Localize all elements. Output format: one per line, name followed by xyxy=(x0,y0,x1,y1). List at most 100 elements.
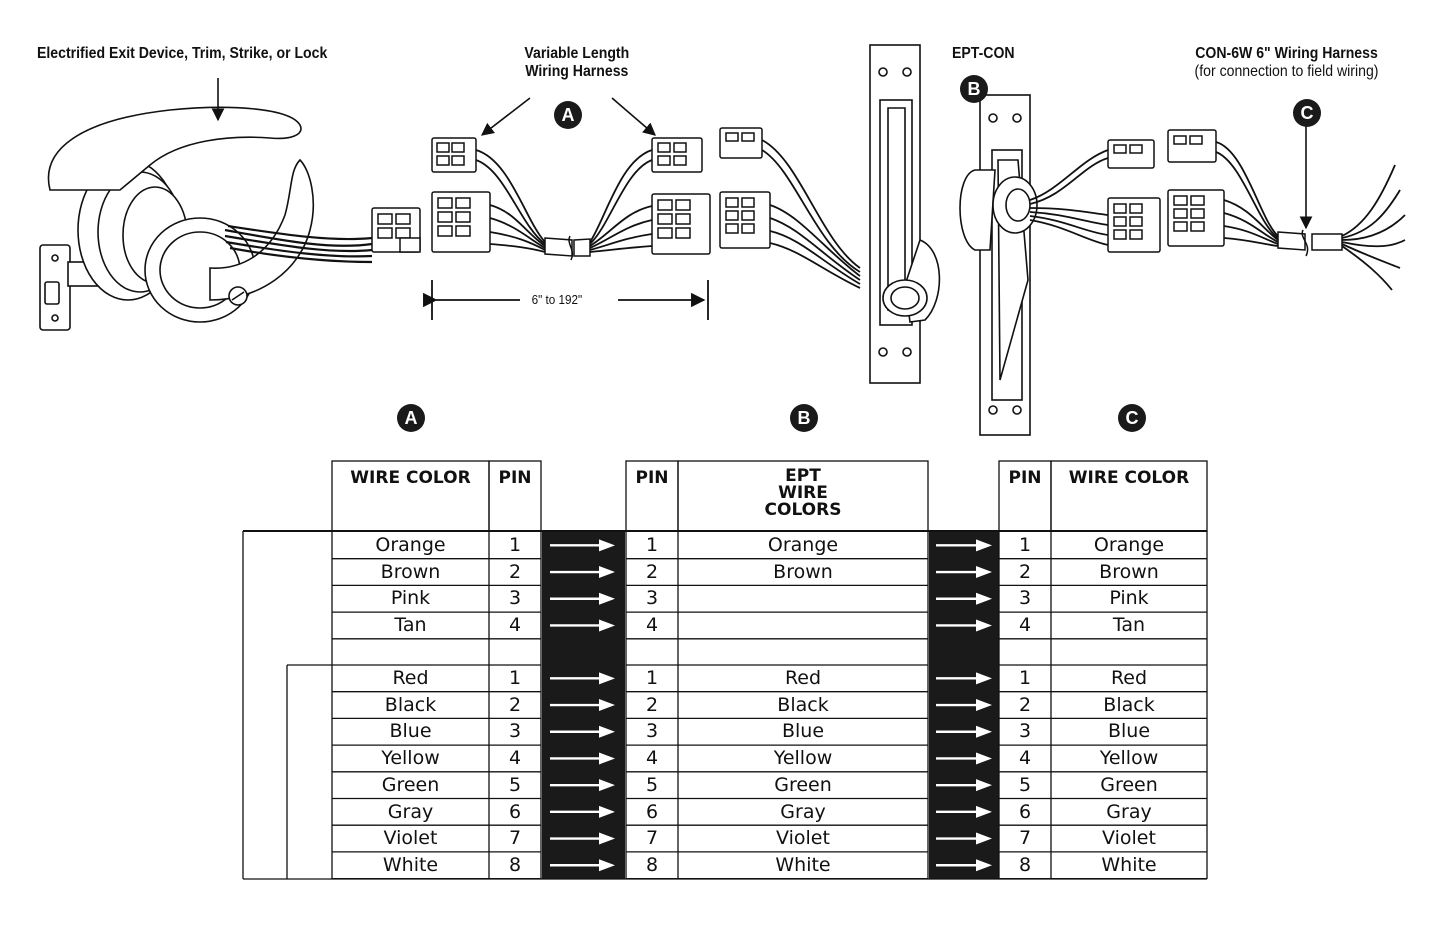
con6w-label: CON-6W 6" Wiring Harness (for connection… xyxy=(1173,45,1400,81)
arrow-mark xyxy=(936,779,992,792)
cell-b-color: Green xyxy=(774,773,832,796)
cell-a-color: Pink xyxy=(390,587,431,610)
eptcon-label: EPT-CON xyxy=(952,45,1015,62)
cell-b-pin: 3 xyxy=(645,587,659,610)
arrow-mark xyxy=(550,859,615,872)
cell-a-color: Gray xyxy=(387,800,434,823)
cell-a-pin: 4 xyxy=(508,747,522,770)
arrow-mark xyxy=(936,592,992,605)
cell-b-pin: 7 xyxy=(645,827,659,850)
cell-b-color: Yellow xyxy=(773,747,833,770)
cell-b-pin: 4 xyxy=(645,614,659,637)
header-c-pin: PIN xyxy=(1008,468,1042,488)
cell-b-pin: 3 xyxy=(645,720,659,743)
badge-b-diagram: B xyxy=(960,75,988,103)
cell-c-pin: 3 xyxy=(1018,587,1032,610)
cell-c-pin: 1 xyxy=(1018,534,1032,556)
cell-a-color: Blue xyxy=(389,720,432,743)
arrow-mark xyxy=(936,725,992,738)
harness-label: Variable Length Wiring Harness xyxy=(502,45,652,81)
harness-label-line2: Wiring Harness xyxy=(525,63,629,80)
cell-c-pin: 6 xyxy=(1018,800,1032,823)
cell-b-pin: 2 xyxy=(645,693,659,716)
header-b-color-l2: WIRE xyxy=(778,483,828,503)
header-b-color-l1: EPT xyxy=(785,466,821,486)
cell-a-pin: 3 xyxy=(508,720,522,743)
cell-a-color: Orange xyxy=(375,534,446,556)
cell-a-pin: 4 xyxy=(508,614,522,637)
cell-a-color: Black xyxy=(384,693,437,716)
header-b-color-l3: COLORS xyxy=(764,500,842,520)
cell-b-color: Brown xyxy=(773,560,833,583)
arrow-mark xyxy=(936,566,992,579)
cell-c-pin: 2 xyxy=(1018,693,1032,716)
cell-c-pin: 8 xyxy=(1018,853,1032,876)
device-label: Electrified Exit Device, Trim, Strike, o… xyxy=(37,45,328,62)
cell-c-color: Tan xyxy=(1112,614,1146,637)
cell-b-pin: 6 xyxy=(645,800,659,823)
cell-c-pin: 7 xyxy=(1018,827,1032,850)
badge-c-table: C xyxy=(1118,404,1146,432)
cell-c-color: Violet xyxy=(1102,827,1156,850)
cell-b-pin: 2 xyxy=(645,560,659,583)
header-a-color: WIRE COLOR xyxy=(350,468,471,488)
con6w-harness-drawing xyxy=(1167,129,1225,247)
cell-a-color: White xyxy=(382,853,439,876)
cell-b-pin: 1 xyxy=(645,534,659,556)
cell-c-color: Gray xyxy=(1106,800,1152,823)
cell-b-color xyxy=(678,612,928,638)
arrow-mark xyxy=(550,832,615,845)
cell-c-pin: 2 xyxy=(1018,560,1032,583)
cell-a-color: Violet xyxy=(383,827,438,850)
cell-b-color: Violet xyxy=(776,827,830,850)
dimension-label: 6" to 192" xyxy=(528,292,586,307)
arrow-mark xyxy=(936,832,992,845)
cell-a-color: Yellow xyxy=(381,747,440,770)
wiring-illustration xyxy=(39,44,1406,436)
cell-b-pin: 5 xyxy=(645,773,659,796)
badge-a-diagram: A xyxy=(554,101,582,129)
cell-c-color: Black xyxy=(1103,693,1155,716)
arrow-mark xyxy=(936,619,992,632)
cell-a-pin: 1 xyxy=(508,667,522,689)
arrow-mark xyxy=(550,725,615,738)
header-b-pin: PIN xyxy=(635,468,669,488)
arrow-mark xyxy=(936,699,992,712)
badge-c-diagram: C xyxy=(1293,99,1321,127)
arrow-mark xyxy=(550,805,615,818)
cell-a-pin: 2 xyxy=(508,693,522,716)
cell-c-color: Red xyxy=(1110,667,1148,689)
cell-a-pin: 2 xyxy=(508,560,522,583)
cell-b-color: Gray xyxy=(780,800,826,823)
cell-b-pin: 1 xyxy=(645,667,659,689)
cell-a-pin: 6 xyxy=(508,800,522,823)
cell-a-color: Red xyxy=(392,667,429,689)
cell-b-pin: 8 xyxy=(645,853,659,876)
cell-c-color: Yellow xyxy=(1099,747,1159,770)
cell-b-color: Blue xyxy=(781,720,825,743)
con6w-label-line1: CON-6W 6" Wiring Harness xyxy=(1195,45,1378,62)
cell-c-color: White xyxy=(1101,853,1157,876)
cell-c-color: Green xyxy=(1100,773,1158,796)
header-b-color: EPT WIRE COLORS xyxy=(678,468,928,519)
badge-a-table: A xyxy=(397,404,425,432)
harness-label-line1: Variable Length xyxy=(524,45,630,62)
arrow-mark xyxy=(550,592,615,605)
arrow-mark xyxy=(550,539,615,552)
cell-a-color: Tan xyxy=(394,614,427,637)
con6w-label-line2: (for connection to field wiring) xyxy=(1194,63,1379,80)
cell-a-pin: 5 xyxy=(508,773,522,796)
cell-c-pin: 1 xyxy=(1018,667,1032,689)
cell-c-pin: 4 xyxy=(1018,747,1032,770)
arrow-mark xyxy=(550,619,615,632)
cell-b-color xyxy=(678,585,928,611)
header-c-color: WIRE COLOR xyxy=(1068,468,1190,488)
arrow-mark xyxy=(936,805,992,818)
ept-plate-drawing xyxy=(869,44,941,384)
arrow-mark xyxy=(550,699,615,712)
arrow-mark xyxy=(550,752,615,765)
cell-c-pin: 4 xyxy=(1018,614,1032,637)
arrow-mark xyxy=(936,672,992,685)
cell-c-pin: 3 xyxy=(1018,720,1032,743)
